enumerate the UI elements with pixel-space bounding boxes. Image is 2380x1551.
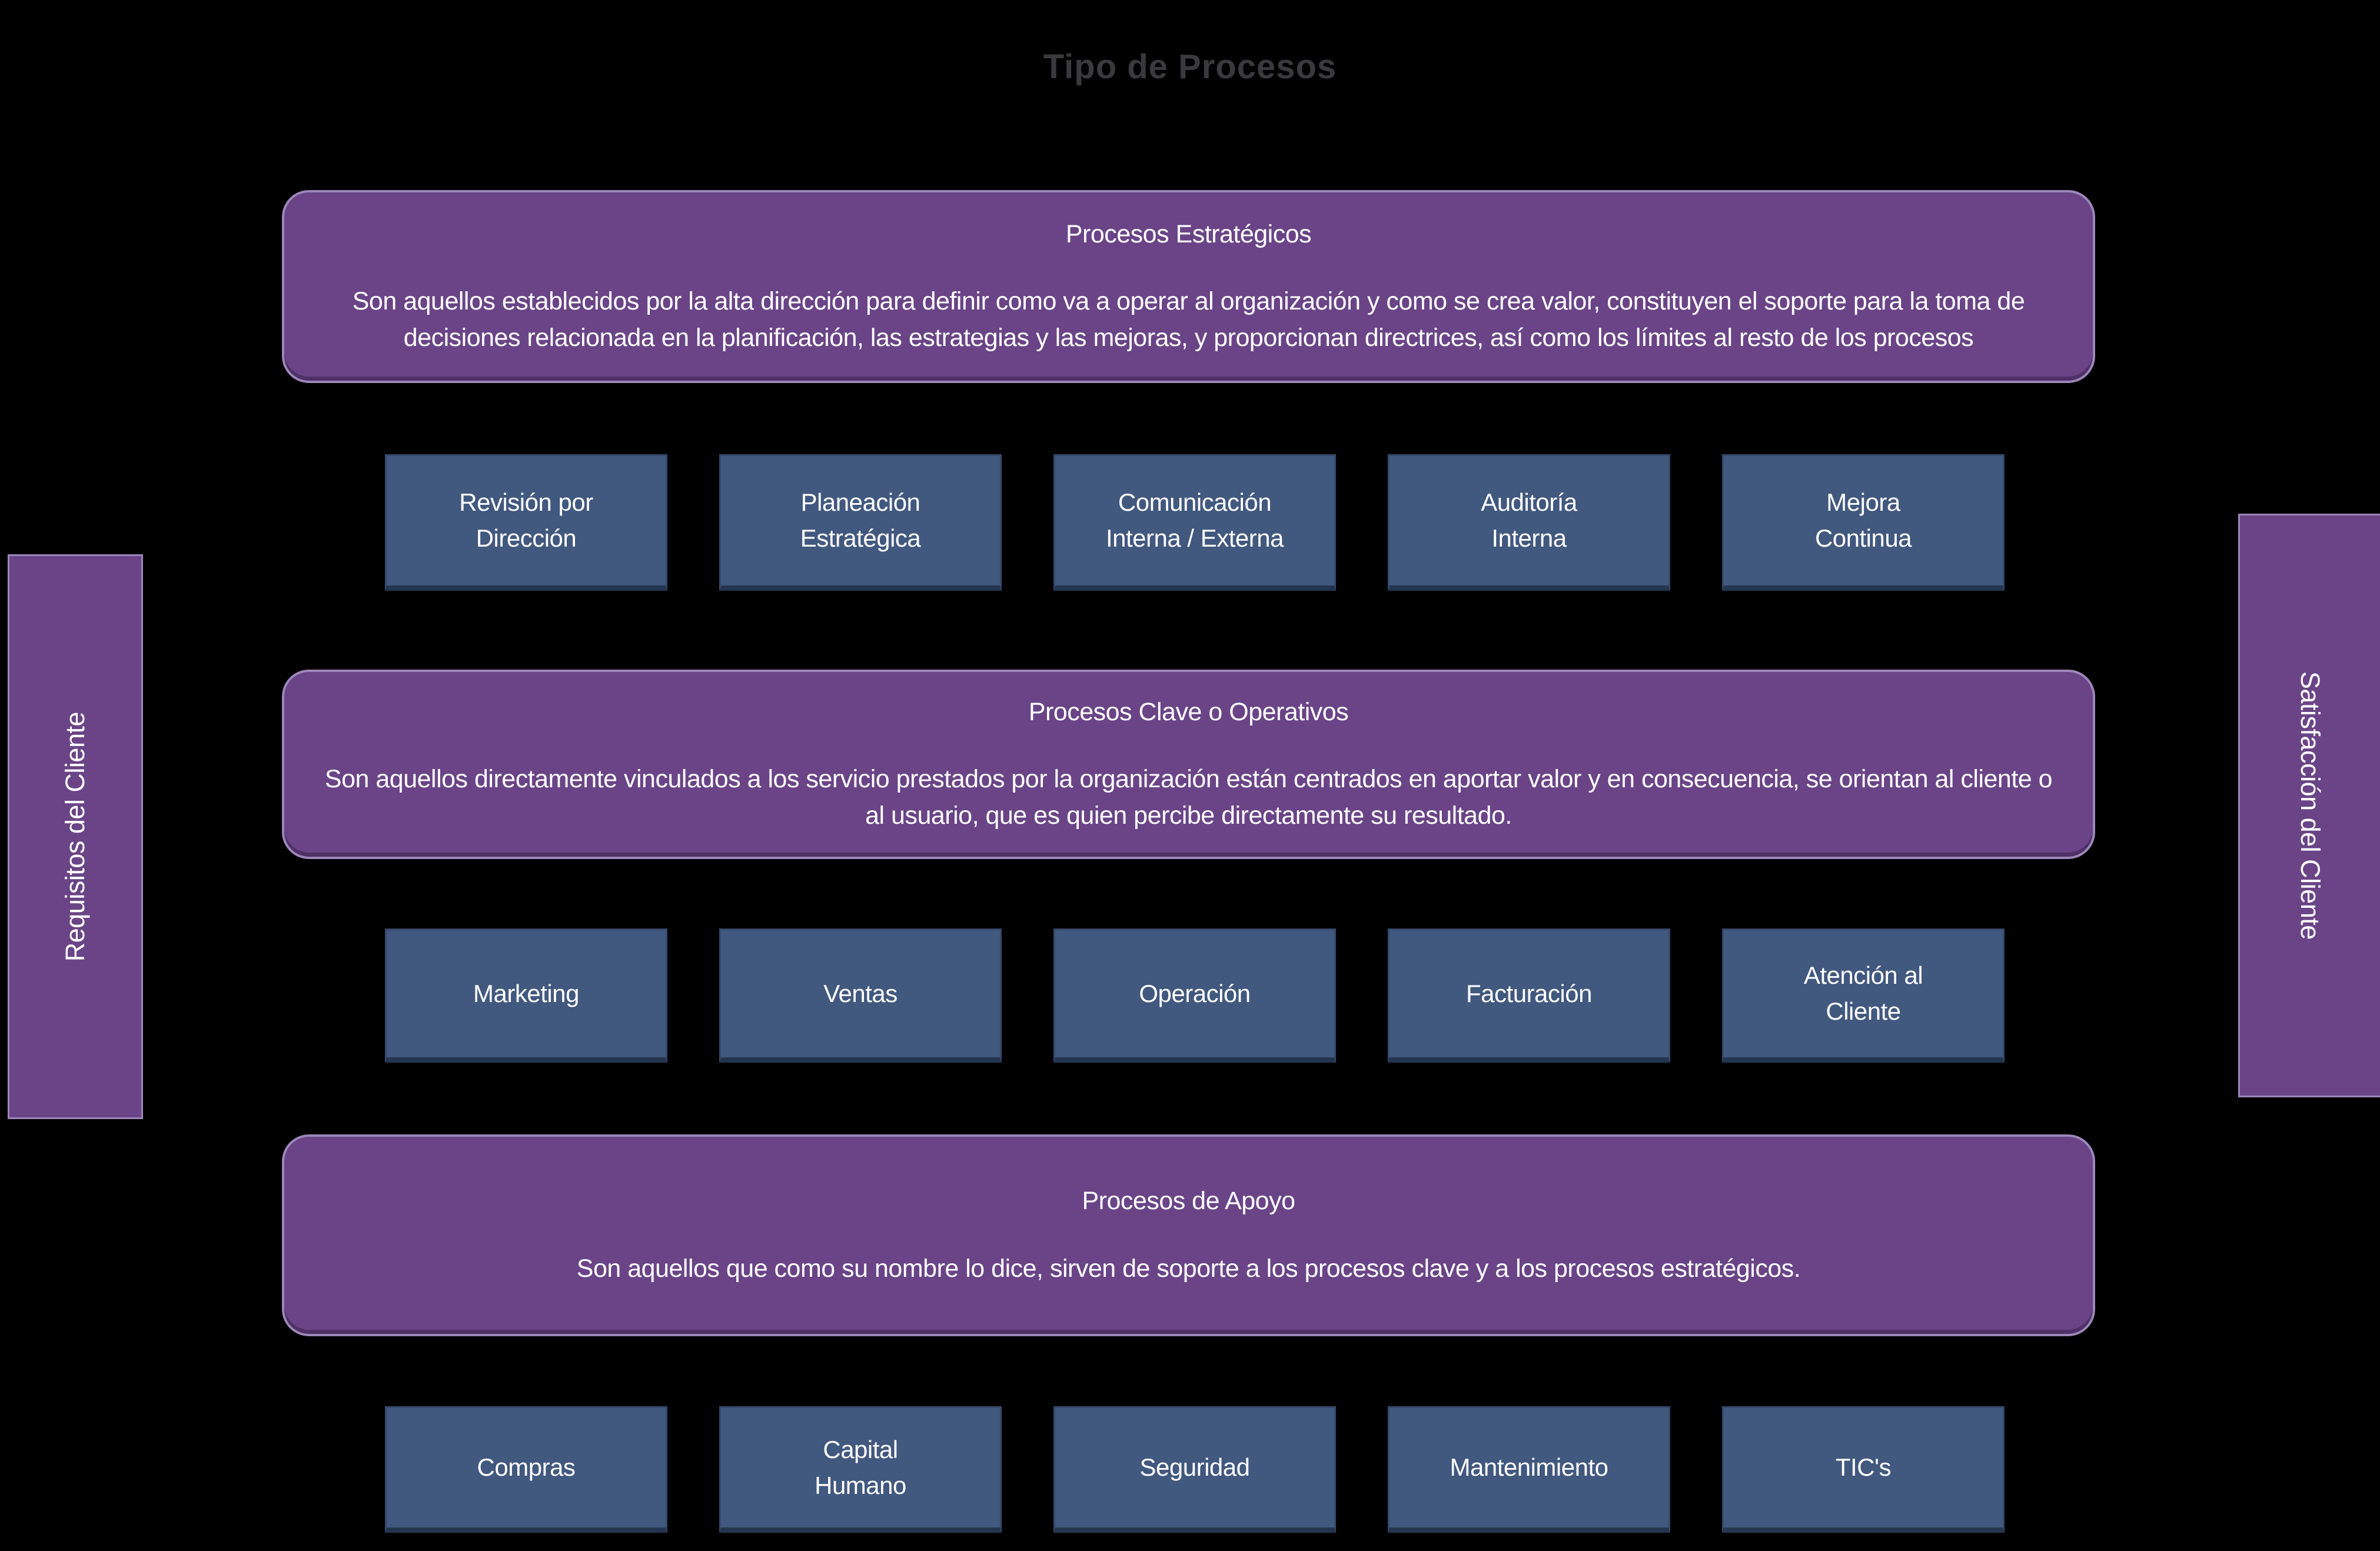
process-box-revision-por-direccion: Revisión por Dirección — [385, 454, 667, 591]
band-description: Son aquellos que como su nombre lo dice,… — [576, 1254, 1801, 1283]
left-bar-label: Requisitos del Cliente — [60, 711, 90, 962]
process-box-mejora-continua: Mejora Continua — [1722, 454, 2005, 591]
band-description: Son aquellos establecidos por la alta di… — [352, 287, 2025, 352]
process-box-atencion-al-cliente: Atención al Cliente — [1722, 928, 2005, 1063]
process-box-ventas: Ventas — [719, 928, 1002, 1063]
process-box-auditoria-interna: Auditoría Interna — [1388, 454, 1670, 591]
process-box-capital-humano: Capital Humano — [719, 1406, 1002, 1533]
process-box-comunicacion-interna-externa: Comunicación Interna / Externa — [1053, 454, 1336, 591]
band-description: Son aquellos directamente vinculados a l… — [324, 765, 2053, 830]
band-procesos-de-apoyo: Procesos de Apoyo Son aquellos que como … — [282, 1134, 2095, 1336]
process-box-tics: TIC's — [1722, 1406, 2005, 1533]
left-bar-requisitos-del-cliente: Requisitos del Cliente — [8, 554, 143, 1119]
page-title: Tipo de Procesos — [1043, 48, 1337, 86]
process-box-seguridad: Seguridad — [1053, 1406, 1336, 1533]
process-box-planeacion-estrategica: Planeación Estratégica — [719, 454, 1002, 591]
process-box-mantenimiento: Mantenimiento — [1388, 1406, 1670, 1533]
right-bar-satisfaccion-del-cliente: Satisfacción del Cliente — [2238, 514, 2380, 1097]
right-bar-label: Satisfacción del Cliente — [2295, 671, 2325, 940]
process-box-facturacion: Facturación — [1388, 928, 1670, 1063]
process-box-compras: Compras — [385, 1406, 667, 1533]
process-box-marketing: Marketing — [385, 928, 667, 1063]
band-heading: Procesos Clave o Operativos — [1028, 698, 1349, 726]
band-procesos-clave-operativos: Procesos Clave o Operativos Son aquellos… — [282, 670, 2095, 859]
band-heading: Procesos de Apoyo — [1082, 1187, 1295, 1216]
process-box-operacion: Operación — [1053, 928, 1336, 1063]
band-heading: Procesos Estratégicos — [1065, 220, 1312, 248]
band-procesos-estrategicos: Procesos Estratégicos Son aquellos estab… — [282, 190, 2095, 383]
